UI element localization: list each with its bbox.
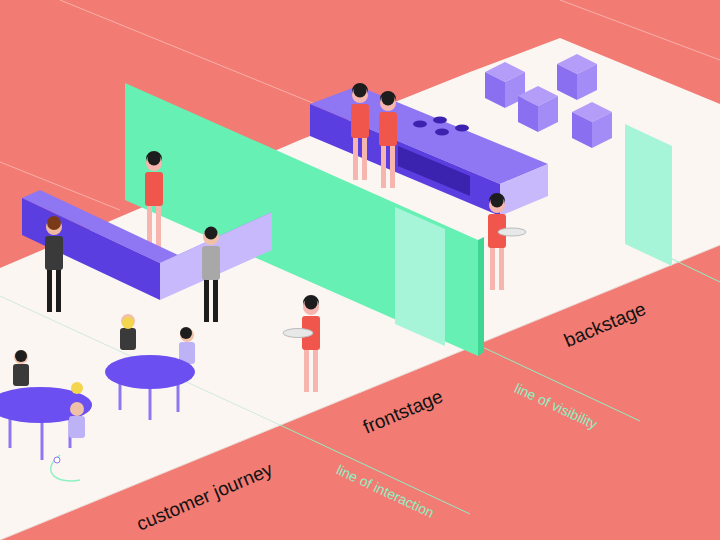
zone-label: line of visibility bbox=[512, 381, 600, 433]
floor bbox=[0, 38, 720, 540]
counter-staff bbox=[145, 151, 163, 248]
storage-boxes bbox=[485, 54, 612, 148]
customer bbox=[45, 216, 63, 312]
customer bbox=[202, 227, 220, 323]
backstage-door bbox=[625, 124, 672, 266]
backstage-waiter bbox=[488, 193, 526, 290]
tables bbox=[0, 314, 195, 481]
cooks bbox=[351, 83, 397, 188]
zone-label: frontstage bbox=[360, 386, 446, 438]
zone-label: backstage bbox=[561, 298, 649, 351]
visibility-wall bbox=[125, 83, 484, 356]
zone-label: line of interaction bbox=[334, 463, 436, 522]
frontstage-waiter bbox=[283, 295, 320, 392]
